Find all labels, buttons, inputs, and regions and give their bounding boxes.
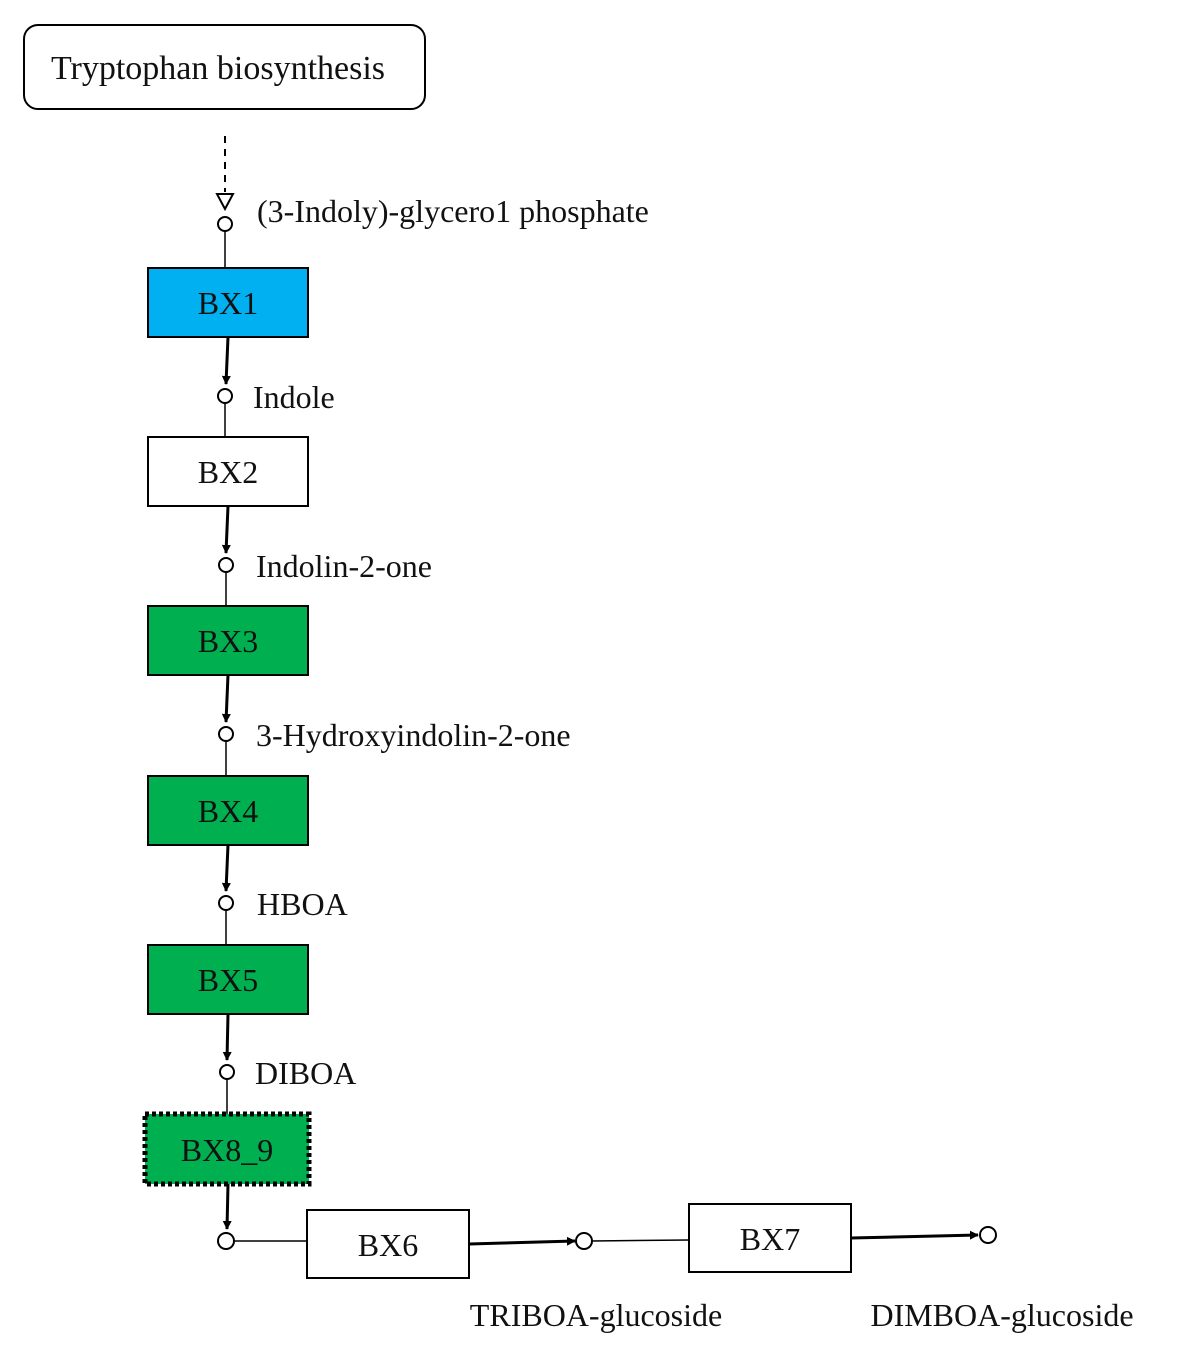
- reaction-arrow: [221, 336, 231, 385]
- compound-node: [575, 1232, 593, 1250]
- reaction-arrow: [221, 505, 231, 554]
- connector-line: [591, 1239, 690, 1242]
- compound-label-dimboa-glucoside: DIMBOA-glucoside: [870, 1297, 1133, 1333]
- enzyme-box-bx3: [147, 605, 309, 676]
- enzyme-label-bx6: BX6: [358, 1227, 418, 1263]
- enzyme-box-bx7: [688, 1203, 852, 1273]
- reaction-arrow: [221, 674, 231, 723]
- enzyme-label-bx2: BX2: [198, 454, 258, 490]
- compound-node: [218, 557, 234, 573]
- enzyme-label-bx8-9: BX8_9: [181, 1132, 273, 1168]
- compound-node: [218, 726, 234, 742]
- compound-node: [218, 895, 234, 911]
- enzyme-label-bx5: BX5: [198, 962, 258, 998]
- reaction-arrow: [850, 1230, 979, 1240]
- compound-label-indole: Indole: [253, 379, 335, 415]
- start-node-label: Tryptophan biosynthesis: [51, 50, 385, 87]
- compound-label-indolyl-glycerol-phosphate: (3-Indoly)-glycero1 phosphate: [257, 193, 649, 229]
- enzyme-label-bx3: BX3: [198, 623, 258, 659]
- enzyme-box-bx5: [147, 944, 309, 1015]
- enzyme-label-bx7: BX7: [740, 1221, 800, 1257]
- compound-node: [217, 388, 233, 404]
- reaction-arrow: [468, 1236, 576, 1246]
- enzyme-label-bx1: BX1: [198, 285, 258, 321]
- enzyme-label-bx4: BX4: [198, 793, 258, 829]
- compound-label-3-hydroxyindolin-2-one: 3-Hydroxyindolin-2-one: [256, 717, 571, 753]
- compound-node: [217, 1232, 235, 1250]
- compound-node: [979, 1226, 997, 1244]
- reaction-arrow: [222, 1013, 232, 1061]
- compound-label-triboa-glucoside: TRIBOA-glucoside: [470, 1297, 722, 1333]
- reaction-arrow: [222, 1183, 232, 1230]
- compound-label-indolin-2-one: Indolin-2-one: [256, 548, 432, 584]
- compound-label-diboa: DIBOA: [255, 1055, 356, 1091]
- reaction-arrow: [221, 844, 231, 892]
- enzyme-box-bx6: [306, 1209, 470, 1279]
- compound-node: [217, 216, 233, 232]
- open-arrowhead: [215, 193, 235, 212]
- enzyme-box-bx1: [147, 267, 309, 338]
- compound-label-hboa: HBOA: [257, 886, 348, 922]
- compound-node: [219, 1064, 235, 1080]
- start-node: [23, 24, 426, 110]
